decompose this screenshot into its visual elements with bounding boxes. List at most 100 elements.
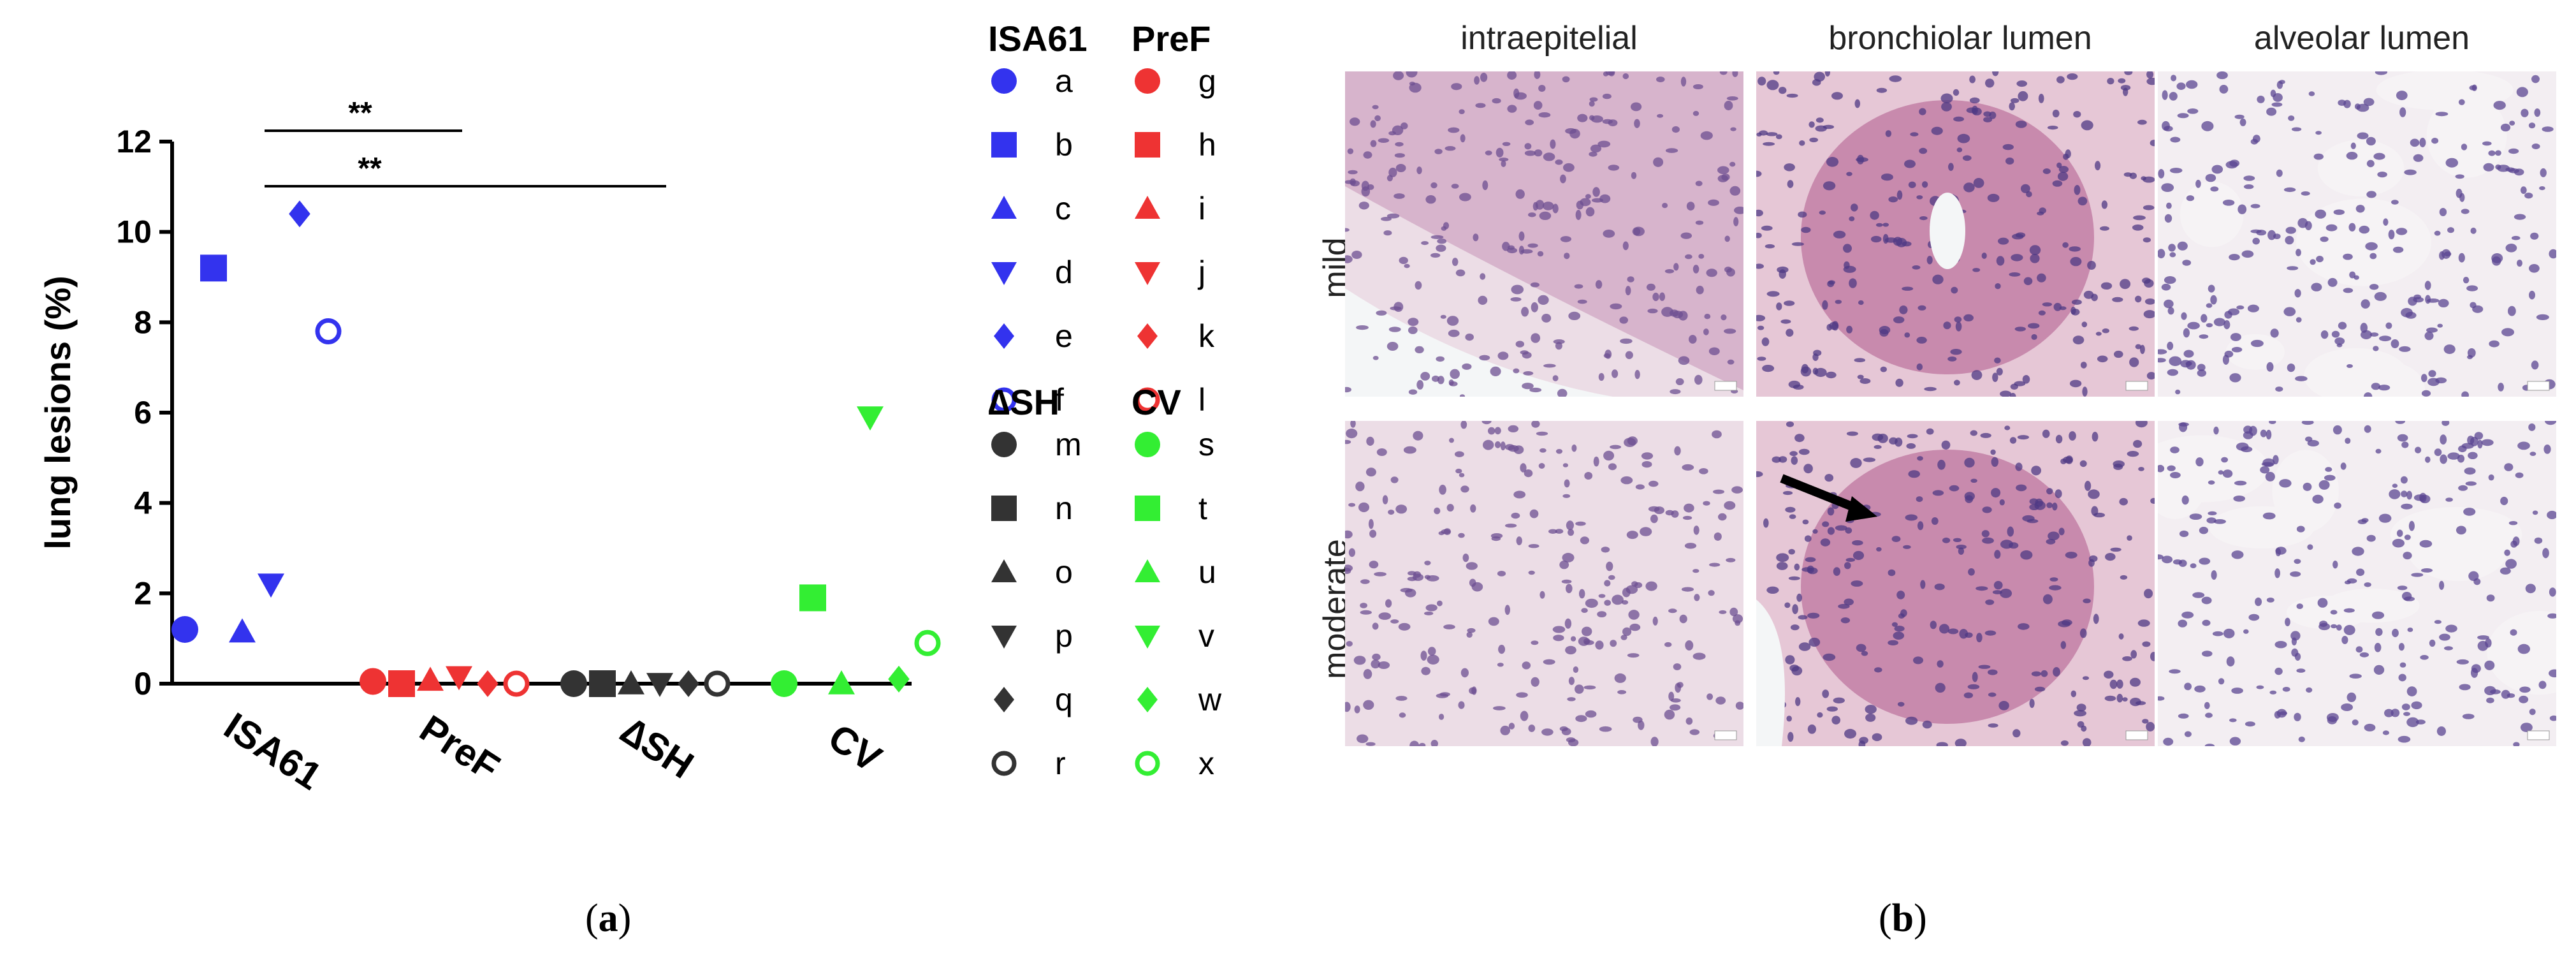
histology-image	[1756, 421, 2155, 746]
x-tick-label: CV	[821, 716, 889, 781]
legend-label: m	[1055, 427, 1082, 462]
legend-marker	[1137, 323, 1158, 349]
data-point	[417, 666, 444, 691]
legend-marker	[991, 196, 1017, 219]
data-point	[828, 670, 855, 695]
data-point	[315, 318, 342, 344]
data-point	[477, 670, 498, 697]
legend-marker	[1135, 496, 1160, 521]
legend-marker	[1135, 196, 1160, 219]
y-tick-label: 0	[134, 666, 152, 702]
significance-label: **	[358, 152, 382, 186]
legend-title: PreF	[1132, 18, 1211, 59]
data-point	[799, 584, 826, 612]
legend-marker	[1135, 432, 1160, 457]
histology-col-header: alveolar lumen	[2253, 20, 2470, 57]
data-point	[171, 616, 198, 643]
legend-marker	[991, 432, 1017, 457]
legend-label: n	[1055, 490, 1073, 526]
legend-marker	[991, 262, 1017, 285]
data-point	[678, 670, 699, 697]
data-point	[560, 670, 587, 697]
data-point	[503, 670, 530, 697]
legend-marker	[1135, 626, 1160, 649]
legend-label: a	[1055, 63, 1073, 99]
panel-b-label: (b)	[1879, 897, 1927, 940]
data-point	[289, 200, 310, 228]
panel-a-label: (a)	[585, 897, 632, 940]
legend-label: q	[1055, 682, 1073, 717]
data-point	[888, 665, 910, 693]
legend-marker	[1135, 559, 1160, 582]
data-point	[200, 254, 227, 282]
data-point	[618, 670, 644, 695]
histology-col-header: intraepitelial	[1460, 20, 1638, 57]
legend-label: f	[1055, 382, 1064, 418]
data-point	[229, 618, 256, 643]
data-point	[589, 670, 616, 697]
legend-marker	[1135, 387, 1160, 413]
legend-label: v	[1198, 618, 1214, 654]
legend-label: b	[1055, 127, 1073, 163]
data-point	[646, 673, 673, 697]
x-tick-label: PreF	[412, 707, 507, 789]
data-point	[771, 670, 797, 697]
histology-image	[2158, 71, 2556, 397]
legend-label: j	[1197, 254, 1205, 290]
legend-marker	[991, 559, 1017, 582]
legend-label: u	[1198, 554, 1216, 590]
legend-marker	[991, 68, 1017, 94]
data-point	[258, 573, 284, 598]
y-tick-label: 6	[134, 395, 152, 430]
legend-marker	[991, 132, 1017, 158]
y-tick-label: 8	[134, 304, 152, 340]
legend-label: e	[1055, 318, 1073, 354]
legend-marker	[991, 626, 1017, 649]
y-tick-label: 2	[134, 575, 152, 611]
legend-label: d	[1055, 254, 1073, 290]
histology-image	[1345, 71, 1743, 397]
y-tick-label: 4	[134, 485, 152, 521]
legend-label: r	[1055, 746, 1066, 781]
y-axis-label: lung lesions (%)	[38, 276, 78, 549]
legend-marker	[1135, 68, 1160, 94]
legend-label: g	[1198, 63, 1216, 99]
legend-marker	[1135, 751, 1160, 776]
legend-label: s	[1198, 427, 1214, 462]
significance-label: **	[348, 96, 372, 130]
legend-marker	[1135, 132, 1160, 158]
data-point	[446, 666, 472, 691]
legend-marker	[991, 751, 1017, 776]
legend-label: t	[1198, 490, 1207, 526]
panel-a-letter: a	[598, 897, 618, 940]
y-tick-label: 12	[116, 124, 152, 159]
data-point	[360, 668, 386, 695]
legend-label: h	[1198, 127, 1216, 163]
legend-title: CV	[1132, 382, 1181, 422]
legend-marker	[994, 687, 1014, 712]
y-tick-label: 10	[116, 214, 152, 250]
data-point	[704, 670, 731, 697]
legend-marker	[991, 496, 1017, 521]
legend-marker	[1137, 687, 1158, 712]
legend-marker	[991, 387, 1017, 413]
data-point	[914, 629, 941, 656]
x-tick-label: ISA61	[217, 704, 329, 798]
legend-label: x	[1198, 746, 1214, 781]
legend-label: w	[1198, 682, 1222, 717]
data-point	[857, 406, 884, 431]
legend-title: ISA61	[988, 18, 1088, 59]
legend-marker	[994, 323, 1014, 349]
legend-label: o	[1055, 554, 1073, 590]
legend-label: k	[1198, 318, 1215, 354]
legend-label: i	[1198, 191, 1205, 226]
histology-image	[1345, 421, 1743, 746]
legend-label: p	[1055, 618, 1073, 654]
legend-title: ∆SH	[988, 382, 1059, 422]
legend-marker	[1135, 262, 1160, 285]
panel-b-letter: b	[1891, 897, 1914, 940]
histology-image	[2158, 421, 2556, 746]
x-tick-label: ∆SH	[614, 709, 701, 787]
